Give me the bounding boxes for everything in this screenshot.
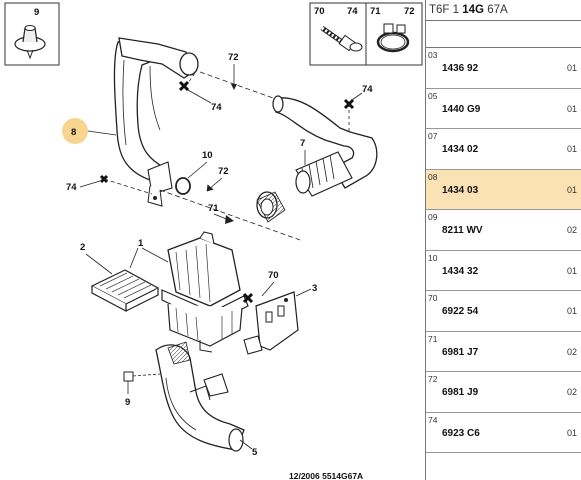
hose-clamp-part-71: [256, 191, 286, 223]
parts-list-row-70[interactable]: 70 6922 54 01: [426, 291, 581, 332]
label-71-center: 71: [208, 203, 219, 214]
row-ref-number: 74: [428, 414, 438, 425]
label-74-top: 74: [347, 6, 358, 17]
parts-list-row-72[interactable]: 72 6981 J9 02: [426, 372, 581, 413]
label-5: 5: [252, 447, 258, 458]
row-part-code: 6922 54: [442, 306, 479, 317]
label-2: 2: [80, 242, 85, 253]
row-ref-number: 10: [428, 252, 438, 263]
parts-list-row-10[interactable]: 10 1434 32 01: [426, 251, 581, 291]
label-74-left: 74: [66, 182, 77, 193]
seal-ring-part-10: [175, 177, 191, 195]
drawing-reference-footer: 12/2006 5514G67A: [289, 471, 363, 480]
row-quantity: 01: [566, 265, 577, 276]
screw-marker-74-left: [99, 174, 153, 195]
row-quantity: 01: [566, 184, 577, 195]
hose-clamp-icon: [376, 23, 410, 53]
label-1: 1: [138, 238, 144, 249]
clip-thumbnail-box: 9: [4, 2, 60, 66]
selected-part-highlight: [62, 118, 88, 144]
row-quantity: 02: [566, 225, 577, 235]
label-9-top: 9: [34, 7, 39, 18]
parts-list-rows: 03 1436 92 01 05 1440 G9 01 07 1434 02 01 08 1434 …: [426, 48, 581, 453]
parts-list-row-74[interactable]: 74 6923 C6 01: [426, 413, 581, 453]
intake-hose-part-7: [272, 95, 378, 197]
mounting-bracket-part-3: [243, 291, 299, 355]
nut-icon: [349, 42, 363, 52]
clip-part-9: [123, 371, 161, 394]
screw-marker-74-center: [178, 69, 198, 92]
row-quantity: 01: [566, 306, 577, 316]
header-suffix: 67A: [487, 4, 508, 16]
label-7: 7: [300, 138, 305, 149]
parts-list-row-71[interactable]: 71 6981 J7 02: [426, 332, 581, 372]
row-ref-number: 09: [428, 212, 438, 222]
label-72-mid: 72: [218, 166, 229, 177]
row-quantity: 01: [566, 103, 577, 114]
label-74-right: 74: [362, 84, 373, 95]
filter-element-part-2: [90, 269, 160, 312]
label-70: 70: [268, 270, 279, 281]
row-part-code: 1434 02: [442, 144, 479, 155]
label-10: 10: [202, 150, 213, 161]
row-part-code: 6981 J7: [442, 346, 479, 358]
exploded-view-drawing: 9 70 74 71 72: [4, 2, 423, 480]
row-ref-number: 70: [428, 293, 438, 303]
header-bold-code: 14G: [462, 4, 484, 16]
parts-list-row-05[interactable]: 05 1440 G9 01: [426, 89, 581, 129]
row-part-code: 6923 C6: [442, 427, 480, 439]
row-part-code: 8211 WV: [442, 225, 483, 236]
row-ref-number: 03: [428, 50, 438, 60]
lower-intake-hose-part-5: [155, 341, 245, 452]
label-3: 3: [312, 283, 317, 294]
parts-list-header: T6F 1 14G 67A: [426, 0, 581, 21]
row-ref-number: 71: [428, 333, 438, 344]
parts-list-row-07[interactable]: 07 1434 02 01: [426, 129, 581, 170]
air-intake-duct-part-8: [113, 37, 199, 207]
row-part-code: 6981 J9: [442, 387, 479, 398]
label-70-top: 70: [314, 6, 325, 17]
label-72-upper: 72: [228, 52, 239, 63]
row-ref-number: 72: [428, 374, 438, 384]
row-quantity: 01: [566, 427, 577, 438]
row-part-code: 1434 32: [442, 265, 479, 277]
row-quantity: 02: [566, 346, 577, 357]
row-quantity: 01: [566, 63, 577, 73]
parts-diagram: 9 70 74 71 72: [4, 2, 423, 480]
header-prefix: T6F 1: [429, 4, 460, 16]
screw-marker-74-right: [343, 98, 355, 132]
row-part-code: 1434 03: [442, 184, 479, 196]
row-ref-number: 05: [428, 90, 438, 101]
fasteners-thumbnail-box: 70 74 71 72: [309, 2, 423, 66]
parts-list-row-03[interactable]: 03 1436 92 01: [426, 48, 581, 89]
row-ref-number: 08: [428, 171, 438, 182]
row-part-code: 1436 92: [442, 63, 479, 74]
parts-list-row-08[interactable]: 08 1434 03 01: [426, 169, 581, 210]
row-quantity: 01: [566, 144, 577, 154]
label-72-top: 72: [404, 6, 415, 17]
label-9-bottom: 9: [125, 397, 130, 408]
label-71-top: 71: [370, 6, 381, 17]
parts-list-row-09[interactable]: 09 8211 WV 02: [426, 210, 581, 251]
label-8: 8: [71, 127, 76, 138]
parts-list-panel: T6F 1 14G 67A 03 1436 92 01 05 1440 G9 01 07 14…: [425, 0, 581, 480]
air-filter-housing-part-1: [161, 231, 249, 353]
label-74-center: 74: [211, 102, 222, 113]
parts-list-spacer: [426, 21, 581, 48]
row-quantity: 02: [566, 387, 577, 397]
screw-marker-70: [242, 292, 254, 304]
row-part-code: 1440 G9: [442, 103, 481, 115]
row-ref-number: 07: [428, 131, 438, 141]
push-clip-icon: [14, 25, 46, 60]
